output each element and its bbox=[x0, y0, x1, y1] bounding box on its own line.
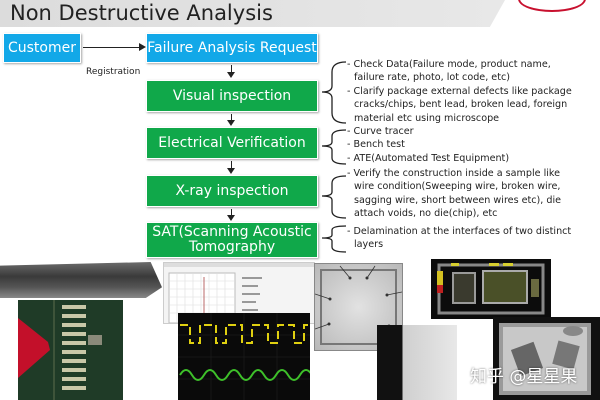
note-item: - Curve tracer bbox=[347, 126, 414, 137]
package-photo bbox=[0, 262, 162, 298]
step-xray-inspection: X-ray inspection bbox=[146, 175, 318, 207]
step-label: Electrical Verification bbox=[158, 135, 306, 151]
brace-electrical-icon bbox=[321, 129, 347, 165]
arrow-head-icon bbox=[139, 43, 146, 51]
step-visual-inspection: Visual inspection bbox=[146, 80, 318, 112]
notes-xray: - Verify the construction inside a sampl… bbox=[347, 167, 577, 221]
notes-visual: - Check Data(Failure mode, product name,… bbox=[347, 58, 577, 125]
request-box: Failure Analysis Request bbox=[146, 33, 318, 63]
step-electrical-verification: Electrical Verification bbox=[146, 127, 318, 159]
step-label: Visual inspection bbox=[172, 88, 292, 104]
pcb-leads-photo bbox=[18, 300, 123, 400]
notes-sat: - Delamination at the interfaces of two … bbox=[347, 225, 577, 252]
note-item: - Clarify package external defects like … bbox=[347, 85, 572, 124]
sat-grayscale-image bbox=[493, 317, 600, 400]
note-item: - Check Data(Failure mode, product name,… bbox=[347, 59, 551, 84]
title-band bbox=[0, 0, 505, 27]
request-label: Failure Analysis Request bbox=[147, 40, 317, 56]
arrow-head-icon bbox=[227, 168, 235, 174]
arrow-head-icon bbox=[227, 120, 235, 126]
customer-label: Customer bbox=[7, 40, 76, 56]
brace-sat-icon bbox=[321, 225, 347, 253]
step-label: X-ray inspection bbox=[175, 183, 289, 199]
step-sat: SAT(Scanning Acoustic Tomography bbox=[146, 222, 318, 258]
page-title: Non Destructive Analysis bbox=[10, 1, 273, 25]
arrow-head-icon bbox=[227, 72, 235, 78]
brace-xray-icon bbox=[321, 175, 347, 219]
logo-icon bbox=[518, 0, 586, 12]
brace-visual-icon bbox=[321, 61, 347, 124]
notes-electrical: - Curve tracer - Bench test - ATE(Automa… bbox=[347, 125, 577, 165]
arrow-down-3 bbox=[231, 161, 232, 169]
registration-label: Registration bbox=[86, 67, 141, 77]
arrow-down-2 bbox=[231, 114, 232, 121]
oscilloscope-screenshot bbox=[178, 313, 310, 400]
arrow-customer-to-request bbox=[83, 47, 139, 48]
arrow-down-4 bbox=[231, 209, 232, 216]
note-item: - ATE(Automated Test Equipment) bbox=[347, 152, 510, 164]
note-item: - Delamination at the interfaces of two … bbox=[347, 226, 572, 251]
watermark-text: 知乎 @星星果 bbox=[470, 367, 578, 387]
customer-box: Customer bbox=[3, 33, 81, 63]
note-item: - Bench test bbox=[347, 139, 405, 151]
arrow-head-icon bbox=[227, 215, 235, 221]
note-item: - Verify the construction inside a sampl… bbox=[347, 168, 562, 220]
arrow-down-1 bbox=[231, 65, 232, 73]
xray-closeup-image bbox=[377, 325, 457, 400]
sat-color-image bbox=[431, 259, 551, 319]
step-label: SAT(Scanning Acoustic Tomography bbox=[152, 224, 312, 255]
